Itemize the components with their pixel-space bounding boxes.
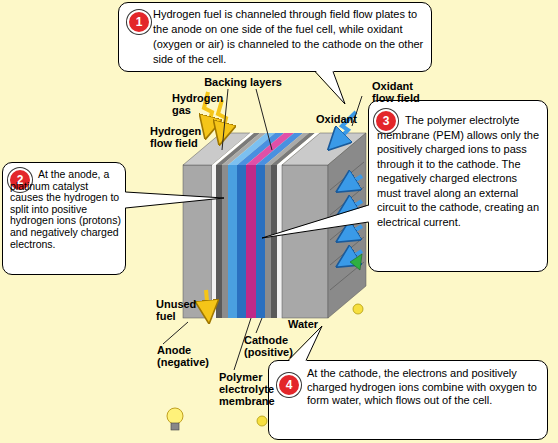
callout-box: 1Hydrogen fuel is channeled through fiel…: [118, 2, 432, 72]
callout-box: 3The polymer electrolyte membrane (PEM) …: [368, 100, 548, 272]
callout-box: 4At the cathode, the electrons and posit…: [268, 360, 548, 440]
green-marker: [350, 254, 362, 270]
oxidant-arrow: [346, 226, 362, 236]
oxidant-arrow: [346, 176, 362, 186]
backing-layer: [271, 165, 277, 318]
oxidant-flow-plate: [282, 165, 328, 318]
part-label: Hydrogen flow field: [150, 125, 208, 149]
callout-tail: [262, 205, 370, 238]
callout-text: At the anode, a platinum catalyst causes…: [10, 169, 122, 250]
callout-text: The polymer electrolyte membrane (PEM) a…: [377, 113, 541, 229]
backing-layer: [265, 165, 271, 318]
gap-layer: [277, 165, 282, 318]
part-label: Anode (negative): [157, 344, 219, 368]
oxidant-arrows: [336, 112, 362, 261]
part-label: Backing layers: [200, 76, 286, 88]
callout-tail: [124, 192, 224, 208]
callout-tail-edge: [262, 205, 369, 238]
callout-number: 4: [277, 373, 301, 397]
callout-text: At the cathode, the electrons and positi…: [307, 367, 539, 408]
callout-number: 1: [127, 10, 151, 34]
callout-tail: [315, 70, 345, 104]
leader-line: [256, 318, 262, 333]
light-bulb: [167, 408, 183, 430]
part-label: Hydrogen gas: [172, 92, 224, 116]
channel-line: [330, 162, 364, 190]
catalyst-layer: [237, 165, 246, 318]
leader-line: [256, 89, 272, 150]
callout-tail-edge: [288, 326, 322, 361]
hydrogen-arrows: [204, 92, 226, 312]
callout-text: Hydrogen fuel is channeled through field…: [153, 7, 425, 67]
part-label: Cathode (positive): [244, 334, 308, 358]
part-label: Polymer electrolyte membrane: [219, 371, 289, 407]
backing-layer: [222, 165, 228, 318]
callout-tail: [288, 326, 322, 362]
electron-dot: [353, 304, 363, 314]
anode-layer: [228, 165, 237, 318]
catalyst-layer: [256, 165, 265, 318]
unused-fuel-arrow: [206, 290, 208, 312]
bulb-glass: [167, 408, 183, 424]
hydrogen-flow-plate: [183, 165, 212, 318]
callout-tail-edge: [126, 192, 225, 208]
part-label: Oxidant: [316, 113, 366, 125]
part-label: Unused fuel: [156, 298, 202, 322]
callout-tail-edge: [315, 72, 345, 105]
electron-dot: [257, 416, 267, 426]
callout-box: 2At the anode, a platinum catalyst cause…: [2, 162, 126, 275]
backing-layer: [216, 165, 222, 318]
gap-layer: [212, 165, 216, 318]
membrane-layer: [246, 165, 256, 318]
leader-line: [163, 322, 188, 344]
part-label: Water: [288, 318, 328, 330]
bulb-base: [171, 423, 179, 430]
part-label: Oxidant flow field: [372, 80, 432, 104]
